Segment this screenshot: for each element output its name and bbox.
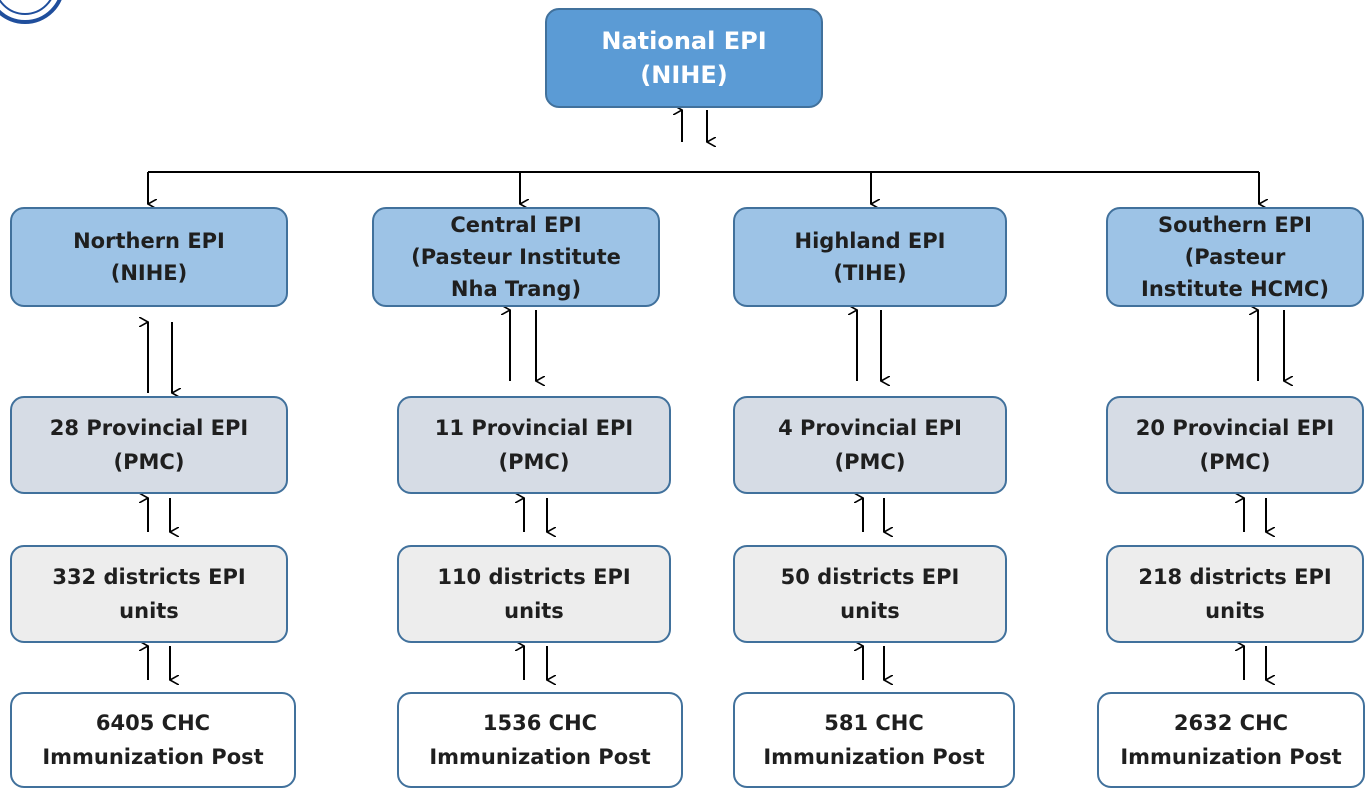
highland-chc-line-2: Immunization Post — [763, 745, 985, 769]
central-provincial-box: 11 Provincial EPI (PMC) — [397, 396, 671, 494]
national-epi-line-1: National EPI — [601, 27, 767, 55]
highland-epi-box: Highland EPI (TIHE) — [733, 207, 1007, 307]
national-epi-line-2: (NIHE) — [640, 61, 728, 89]
highland-district-line-1: 50 districts EPI — [780, 565, 960, 589]
highland-district-box: 50 districts EPI units — [733, 545, 1007, 643]
southern-chc-box: 2632 CHC Immunization Post — [1097, 692, 1365, 788]
northern-epi-line-2: (NIHE) — [110, 261, 188, 285]
southern-provincial-line-1: 20 Provincial EPI — [1135, 416, 1335, 440]
highland-chc-box: 581 CHC Immunization Post — [733, 692, 1015, 788]
southern-district-line-1: 218 districts EPI — [1138, 565, 1332, 589]
central-chc-line-1: 1536 CHC — [482, 711, 598, 735]
logo-icon — [0, 0, 62, 24]
central-chc-line-2: Immunization Post — [429, 745, 651, 769]
northern-district-line-1: 332 districts EPI — [52, 565, 246, 589]
southern-district-box: 218 districts EPI units — [1106, 545, 1364, 643]
highland-epi-line-1: Highland EPI — [794, 229, 946, 253]
highland-provincial-box: 4 Provincial EPI (PMC) — [733, 396, 1007, 494]
northern-epi-box: Northern EPI (NIHE) — [10, 207, 288, 307]
southern-epi-line-1: Southern EPI — [1158, 213, 1312, 237]
northern-epi-line-1: Northern EPI — [73, 229, 225, 253]
northern-chc-line-2: Immunization Post — [42, 745, 264, 769]
northern-provincial-line-2: (PMC) — [113, 450, 185, 474]
central-provincial-line-2: (PMC) — [498, 450, 570, 474]
southern-provincial-box: 20 Provincial EPI (PMC) — [1106, 396, 1364, 494]
northern-provincial-line-1: 28 Provincial EPI — [49, 416, 249, 440]
northern-chc-line-1: 6405 CHC — [95, 711, 211, 735]
central-epi-line-3: Nha Trang) — [450, 277, 582, 301]
northern-chc-box: 6405 CHC Immunization Post — [10, 692, 296, 788]
southern-chc-line-2: Immunization Post — [1120, 745, 1342, 769]
highland-district-line-2: units — [840, 599, 900, 623]
northern-provincial-box: 28 Provincial EPI (PMC) — [10, 396, 288, 494]
central-district-line-2: units — [504, 599, 564, 623]
central-district-box: 110 districts EPI units — [397, 545, 671, 643]
northern-district-box: 332 districts EPI units — [10, 545, 288, 643]
highland-epi-line-2: (TIHE) — [833, 261, 907, 285]
central-provincial-line-1: 11 Provincial EPI — [434, 416, 634, 440]
highland-chc-line-1: 581 CHC — [824, 711, 924, 735]
northern-district-line-2: units — [119, 599, 179, 623]
central-chc-box: 1536 CHC Immunization Post — [397, 692, 683, 788]
highland-provincial-line-1: 4 Provincial EPI — [778, 416, 962, 440]
southern-district-line-2: units — [1205, 599, 1265, 623]
central-epi-line-1: Central EPI — [450, 213, 582, 237]
national-epi-box: National EPI (NIHE) — [545, 8, 823, 108]
central-epi-line-2: (Pasteur Institute — [411, 245, 621, 269]
southern-epi-line-2: (Pasteur — [1184, 245, 1286, 269]
southern-chc-line-1: 2632 CHC — [1173, 711, 1289, 735]
southern-epi-box: Southern EPI (Pasteur Institute HCMC) — [1106, 207, 1364, 307]
central-epi-box: Central EPI (Pasteur Institute Nha Trang… — [372, 207, 660, 307]
central-district-line-1: 110 districts EPI — [437, 565, 631, 589]
highland-provincial-line-2: (PMC) — [834, 450, 906, 474]
southern-epi-line-3: Institute HCMC) — [1141, 277, 1329, 301]
southern-provincial-line-2: (PMC) — [1199, 450, 1271, 474]
